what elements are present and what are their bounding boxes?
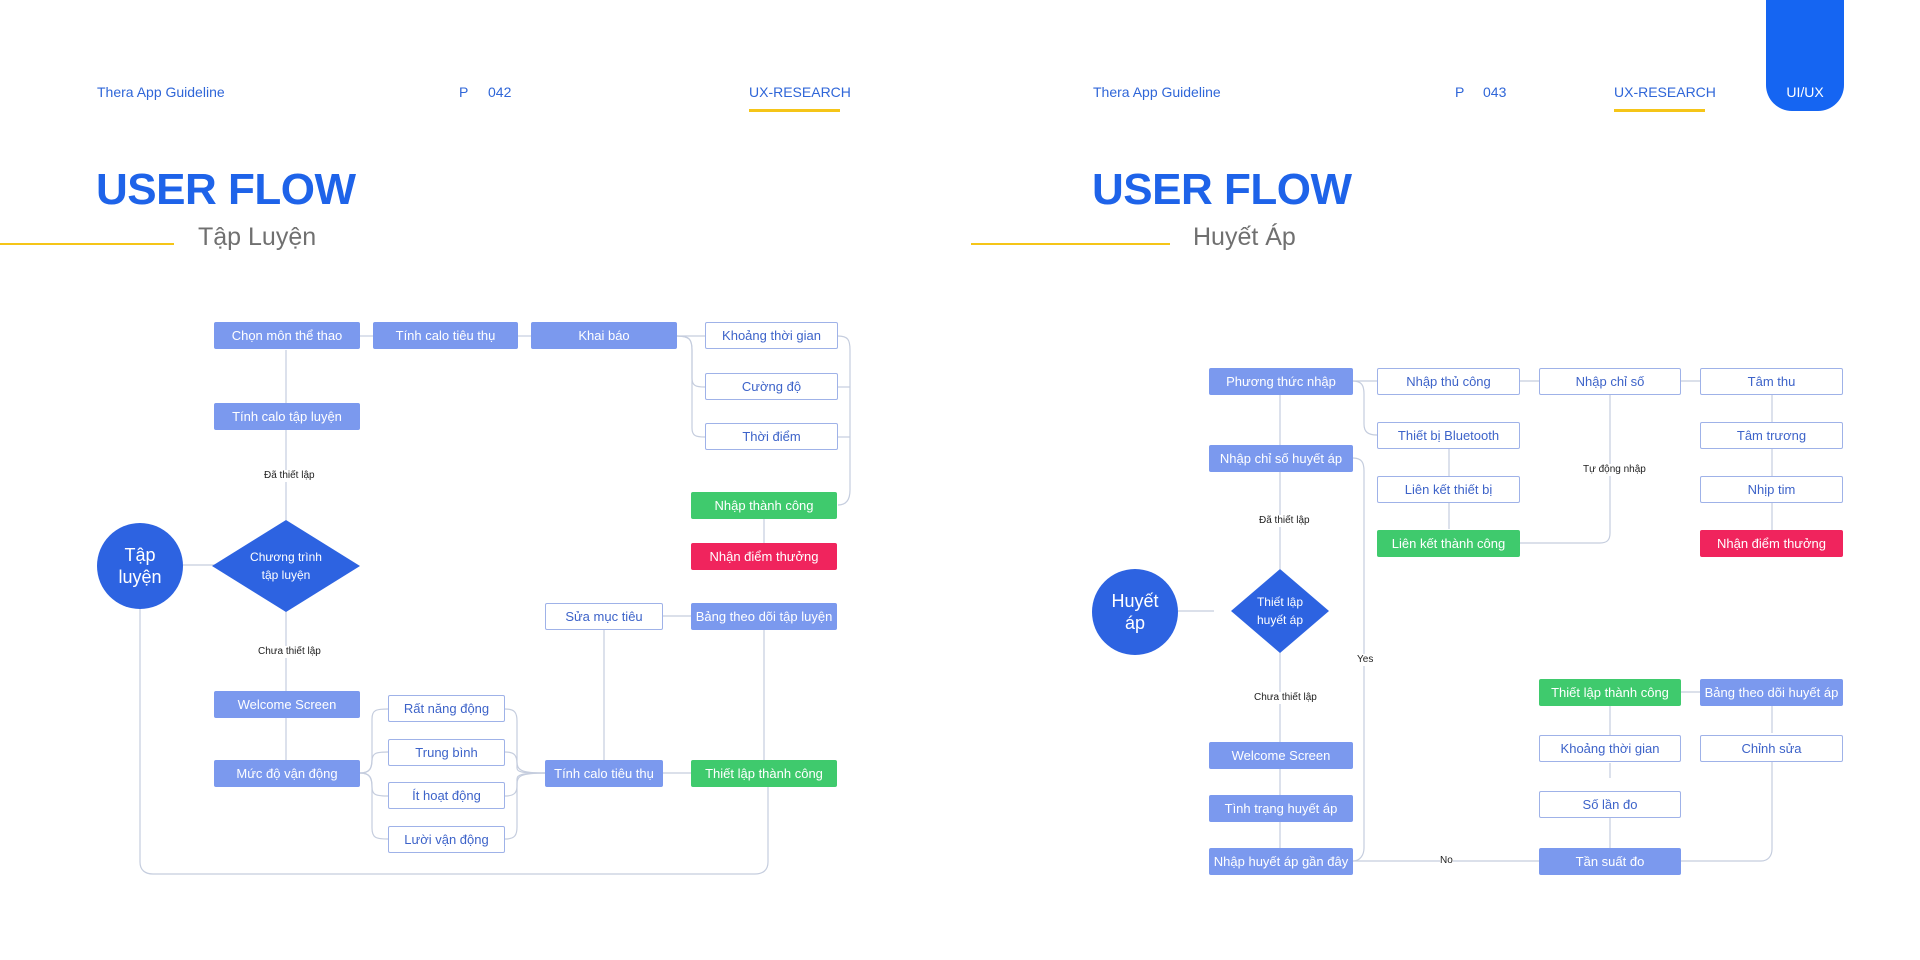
manual-input-node[interactable]: Nhập thủ công	[1377, 368, 1520, 395]
heart-rate-node[interactable]: Nhịp tim	[1700, 476, 1843, 503]
enter-bp-index-node[interactable]: Nhập chỉ số huyết áp	[1209, 445, 1353, 472]
declare-node[interactable]: Khai báo	[531, 322, 677, 349]
measure-count-node[interactable]: Số lần đo	[1539, 791, 1681, 818]
activity-level-node[interactable]: Mức độ vận động	[214, 760, 360, 787]
edit-goal-node[interactable]: Sửa mục tiêu	[545, 603, 663, 630]
bp-board-node[interactable]: Bảng theo dõi huyết áp	[1700, 679, 1843, 706]
right-edge-auto-label: Tự động nhập	[1583, 464, 1646, 476]
right-decision-diamond[interactable]	[1231, 569, 1329, 653]
right-page-number: 043	[1483, 84, 1507, 100]
left-section-underline	[749, 109, 840, 112]
right-setup-success-node[interactable]: Thiết lập thành công	[1539, 679, 1681, 706]
right-edge-set-label: Đã thiết lập	[1259, 515, 1310, 527]
right-brand: Thera App Guideline	[1093, 84, 1221, 100]
left-subtitle-rule	[0, 243, 174, 245]
left-setup-success-node[interactable]: Thiết lập thành công	[691, 760, 837, 787]
left-decision-diamond[interactable]	[212, 520, 360, 612]
recent-bp-node[interactable]: Nhập huyết áp gần đây	[1209, 848, 1353, 875]
intensity-node[interactable]: Cường độ	[705, 373, 838, 400]
right-subtitle-rule	[971, 243, 1170, 245]
left-page-number: 042	[488, 84, 512, 100]
right-page-subtitle: Huyết Áp	[1193, 223, 1296, 251]
right-start-node[interactable]: Huyết áp	[1092, 569, 1178, 655]
lazy-node[interactable]: Lười vận động	[388, 826, 505, 853]
calc-consumed-bottom-node[interactable]: Tính calo tiêu thụ	[545, 760, 663, 787]
right-reward-node[interactable]: Nhận điểm thưởng	[1700, 530, 1843, 557]
right-decision-label: Thiết lập huyết áp	[1256, 595, 1304, 627]
frequency-node[interactable]: Tần suất đo	[1539, 848, 1681, 875]
ui-ux-tab[interactable]: UI/UX	[1766, 0, 1844, 111]
left-start-node[interactable]: Tập luyện	[97, 523, 183, 609]
left-edge-set-label: Đã thiết lập	[264, 470, 315, 482]
right-edge-unset-label: Chưa thiết lập	[1254, 692, 1317, 704]
left-brand: Thera App Guideline	[97, 84, 225, 100]
right-page-title: USER FLOW	[1092, 165, 1352, 214]
left-decision-label: Chương trình tập luyện	[250, 550, 322, 582]
entry-success-node[interactable]: Nhập thành công	[691, 492, 837, 519]
calc-training-node[interactable]: Tính calo tập luyện	[214, 403, 360, 430]
tracking-board-node[interactable]: Bảng theo dõi tập luyện	[691, 603, 837, 630]
right-edge-yes-label: Yes	[1357, 654, 1374, 666]
left-page-title: USER FLOW	[96, 165, 356, 214]
bp-status-node[interactable]: Tình trạng huyết áp	[1209, 795, 1353, 822]
right-page-prefix: P	[1455, 84, 1465, 100]
right-welcome-node[interactable]: Welcome Screen	[1209, 742, 1353, 769]
systolic-node[interactable]: Tâm thu	[1700, 368, 1843, 395]
time-range-node[interactable]: Khoảng thời gian	[705, 322, 838, 349]
input-method-node[interactable]: Phương thức nhập	[1209, 368, 1353, 395]
left-edge-unset-label: Chưa thiết lập	[258, 646, 321, 658]
average-node[interactable]: Trung bình	[388, 739, 505, 766]
link-success-node[interactable]: Liên kết thành công	[1377, 530, 1520, 557]
very-active-node[interactable]: Rất năng động	[388, 695, 505, 722]
low-activity-node[interactable]: Ít hoạt động	[388, 782, 505, 809]
bluetooth-node[interactable]: Thiết bị Bluetooth	[1377, 422, 1520, 449]
left-reward-node[interactable]: Nhận điểm thưởng	[691, 543, 837, 570]
right-section-label: UX-RESEARCH	[1614, 84, 1716, 100]
right-section-underline	[1614, 109, 1705, 112]
time-point-node[interactable]: Thời điểm	[705, 423, 838, 450]
link-device-node[interactable]: Liên kết thiết bị	[1377, 476, 1520, 503]
left-page-subtitle: Tập Luyện	[198, 223, 317, 251]
left-section-label: UX-RESEARCH	[749, 84, 851, 100]
left-welcome-node[interactable]: Welcome Screen	[214, 691, 360, 718]
left-page-prefix: P	[459, 84, 469, 100]
choose-sport-node[interactable]: Chọn môn thể thao	[214, 322, 360, 349]
input-index-node[interactable]: Nhập chỉ số	[1539, 368, 1681, 395]
calc-consumed-top-node[interactable]: Tính calo tiêu thụ	[373, 322, 518, 349]
diastolic-node[interactable]: Tâm trương	[1700, 422, 1843, 449]
edit-node[interactable]: Chỉnh sửa	[1700, 735, 1843, 762]
right-time-range-node[interactable]: Khoảng thời gian	[1539, 735, 1681, 762]
right-edge-no-label: No	[1440, 855, 1453, 867]
